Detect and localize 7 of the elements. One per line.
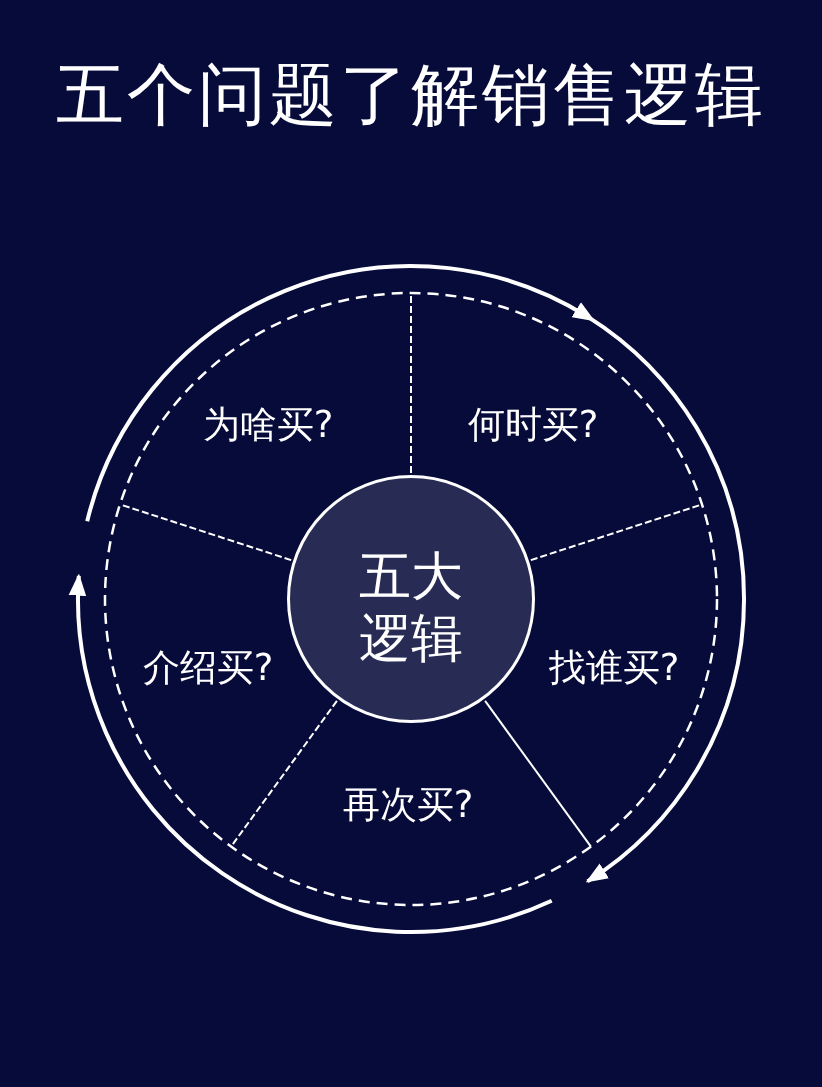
sector-label: 再次买?: [342, 783, 474, 827]
sector-label: 何时买?: [467, 403, 599, 447]
sector-label: 介绍买?: [142, 646, 274, 690]
sector-label: 为啥买?: [202, 403, 334, 447]
center-label: 五大逻辑: [358, 545, 464, 669]
title: 五个问题了解销售逻辑: [55, 54, 767, 136]
sector-label: 找谁买?: [548, 646, 680, 690]
